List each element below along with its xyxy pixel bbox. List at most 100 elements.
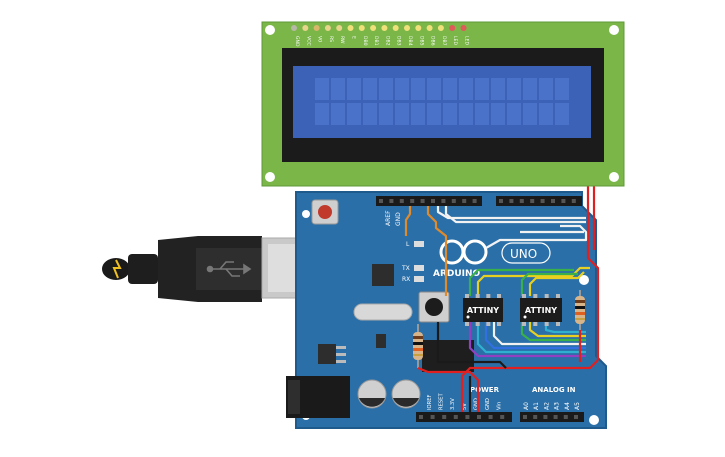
atmega-chip	[422, 340, 474, 372]
wire-green[interactable]	[468, 268, 574, 296]
lcd-pin[interactable]	[415, 25, 422, 31]
header-pin[interactable]	[462, 199, 467, 203]
header-pin[interactable]	[519, 199, 524, 203]
header-pin[interactable]	[379, 199, 383, 203]
wire-red[interactable]	[586, 186, 600, 360]
lcd-char-cell	[443, 78, 457, 100]
lcd-pin[interactable]	[336, 25, 343, 31]
lcd-pin[interactable]	[291, 25, 297, 31]
lcd-pin-label: LED	[452, 36, 458, 45]
wire-yellow[interactable]	[476, 266, 590, 296]
digital-header-left	[376, 196, 482, 206]
lcd-pin[interactable]	[381, 25, 388, 31]
chip-pin	[544, 294, 549, 298]
header-pin[interactable]	[509, 199, 514, 203]
header-pin[interactable]	[561, 199, 566, 203]
lcd-char-cell	[523, 78, 537, 100]
wire-yellow[interactable]	[528, 322, 586, 338]
header-pin[interactable]	[399, 199, 404, 203]
resistor[interactable]	[575, 290, 585, 330]
rx-led	[414, 276, 424, 282]
wire-purple[interactable]	[468, 322, 586, 358]
wire-white[interactable]	[492, 322, 586, 346]
dc-power-jack[interactable]	[286, 376, 350, 418]
wire-white[interactable]	[436, 206, 586, 220]
lcd-char-cell	[347, 78, 361, 100]
lcd-pin[interactable]	[347, 25, 354, 31]
wire-blue[interactable]	[484, 322, 586, 350]
attiny-chip-1[interactable]: ATTINY	[463, 294, 503, 326]
header-pin[interactable]	[563, 415, 568, 419]
lcd-pin[interactable]	[449, 25, 456, 31]
header-pin[interactable]	[571, 199, 576, 203]
header-pin[interactable]	[419, 415, 423, 419]
analog-pin-label: A2	[543, 402, 550, 410]
header-pin[interactable]	[530, 199, 535, 203]
chip-pin	[556, 322, 560, 326]
header-pin[interactable]	[389, 199, 394, 203]
header-pin[interactable]	[410, 199, 415, 203]
chip-pin	[522, 322, 526, 326]
wire-white[interactable]	[444, 206, 586, 224]
chip-pin	[475, 294, 480, 298]
lcd-pin[interactable]	[404, 25, 410, 31]
lcd-pin[interactable]	[324, 25, 331, 31]
header-pin[interactable]	[551, 199, 555, 203]
header-pin[interactable]	[543, 415, 548, 419]
header-pin[interactable]	[499, 199, 503, 203]
lcd-pin-label: LED	[464, 36, 470, 45]
lcd-char-cell	[475, 103, 489, 125]
wire-cyan[interactable]	[476, 322, 586, 354]
lcd-pin[interactable]	[460, 25, 467, 31]
lcd-pin[interactable]	[437, 25, 444, 31]
lcd-pin[interactable]	[370, 25, 377, 31]
wire-white[interactable]	[485, 224, 588, 249]
header-pin[interactable]	[500, 415, 505, 419]
wire-orange[interactable]	[404, 206, 412, 236]
header-pin[interactable]	[420, 199, 425, 203]
reset-button[interactable]	[311, 199, 339, 225]
header-pin[interactable]	[441, 199, 446, 203]
analog-pin-label: A1	[533, 402, 540, 410]
lcd-pin[interactable]	[302, 25, 309, 31]
lcd-pin[interactable]	[358, 25, 365, 31]
lcd-char-cell	[411, 103, 425, 125]
wire-red[interactable]	[460, 359, 599, 412]
wire-green[interactable]	[520, 272, 578, 296]
lcd-pin[interactable]	[313, 25, 320, 31]
header-pin[interactable]	[533, 415, 538, 419]
header-pin[interactable]	[451, 199, 456, 203]
header-pin[interactable]	[442, 415, 447, 419]
wire-orange[interactable]	[426, 206, 448, 296]
header-pin[interactable]	[523, 415, 527, 419]
lcd-char-cell	[427, 78, 441, 100]
header-pin[interactable]	[553, 415, 558, 419]
header-pin[interactable]	[488, 415, 493, 419]
lcd-pin[interactable]	[426, 25, 433, 31]
chip-pin	[486, 294, 491, 298]
lcd-pin[interactable]	[392, 25, 399, 31]
attiny-chip-2[interactable]: ATTINY	[520, 294, 562, 326]
header-pin[interactable]	[477, 415, 481, 419]
header-pin[interactable]	[574, 415, 578, 419]
lcd-pin-label: RS	[328, 36, 334, 42]
l-led	[414, 241, 424, 247]
power-pin-label: RESET	[439, 393, 445, 410]
header-pin[interactable]	[453, 415, 458, 419]
wire-black[interactable]	[436, 322, 507, 369]
header-pin[interactable]	[431, 199, 435, 203]
header-pin[interactable]	[540, 199, 545, 203]
header-pin[interactable]	[472, 199, 477, 203]
header-pin[interactable]	[430, 415, 435, 419]
wire-red[interactable]	[417, 366, 480, 412]
push-button[interactable]	[418, 291, 450, 323]
chip-pin	[556, 294, 560, 298]
header-pin[interactable]	[465, 415, 470, 419]
wire-yellow[interactable]	[528, 271, 585, 296]
wire-green[interactable]	[520, 322, 586, 342]
lcd-char-cell	[411, 78, 425, 100]
resistor[interactable]	[413, 324, 423, 368]
